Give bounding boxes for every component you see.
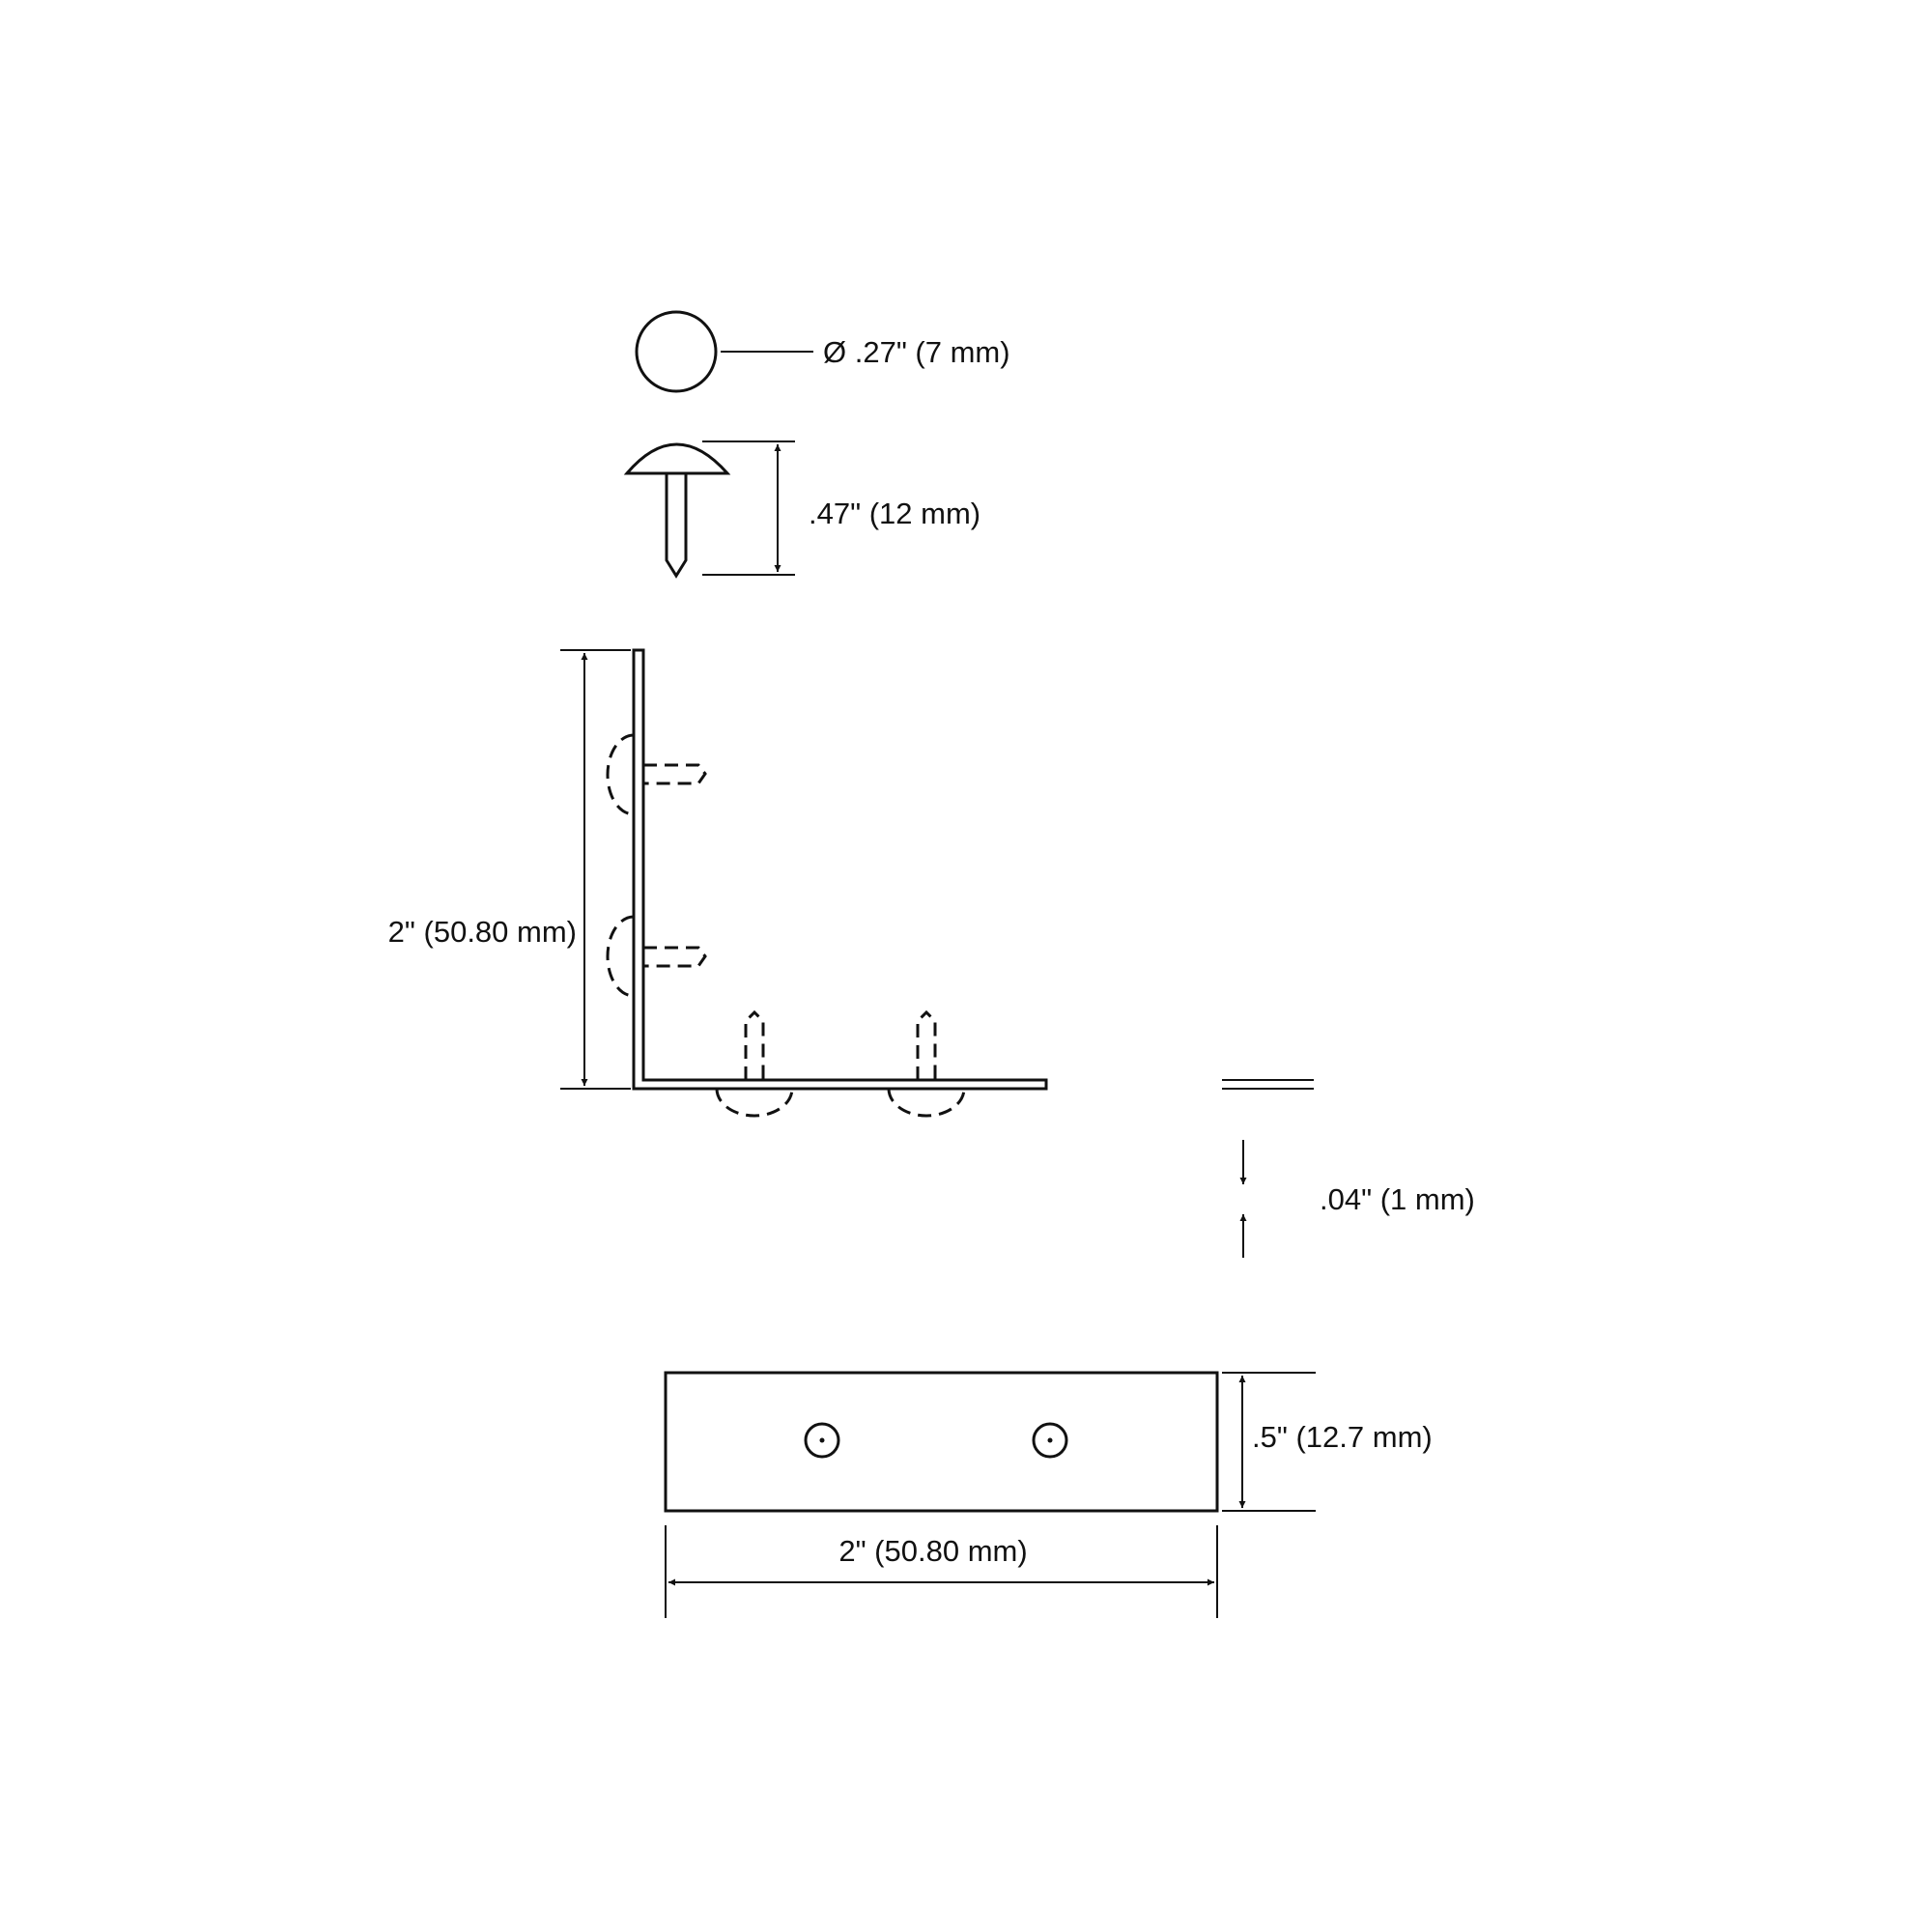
bracket-height-label: 2" (50.80 mm) bbox=[388, 915, 577, 949]
nail-head-top-view: Ø .27" (7 mm) bbox=[635, 310, 1010, 393]
hidden-nail bbox=[606, 733, 707, 840]
nail-side-view: .47" (12 mm) bbox=[623, 440, 980, 579]
bracket-length-label: 2" (50.80 mm) bbox=[838, 1534, 1027, 1568]
nail-length-label: .47" (12 mm) bbox=[809, 497, 980, 530]
hidden-nail bbox=[715, 1009, 794, 1118]
hidden-nail bbox=[606, 915, 707, 1022]
bracket-leg-plan-view: .5" (12.7 mm) 2" (50.80 mm) bbox=[664, 1371, 1433, 1618]
nail-hole bbox=[1032, 1422, 1068, 1459]
nail-hole bbox=[804, 1422, 840, 1459]
hidden-nail bbox=[887, 1009, 966, 1118]
thickness-label: .04" (1 mm) bbox=[1320, 1182, 1475, 1216]
l-bracket-side-view: 2" (50.80 mm) .04" (1 mm) bbox=[388, 648, 1475, 1258]
head-diameter-label: Ø .27" (7 mm) bbox=[823, 335, 1010, 369]
bracket-width-label: .5" (12.7 mm) bbox=[1252, 1420, 1433, 1454]
